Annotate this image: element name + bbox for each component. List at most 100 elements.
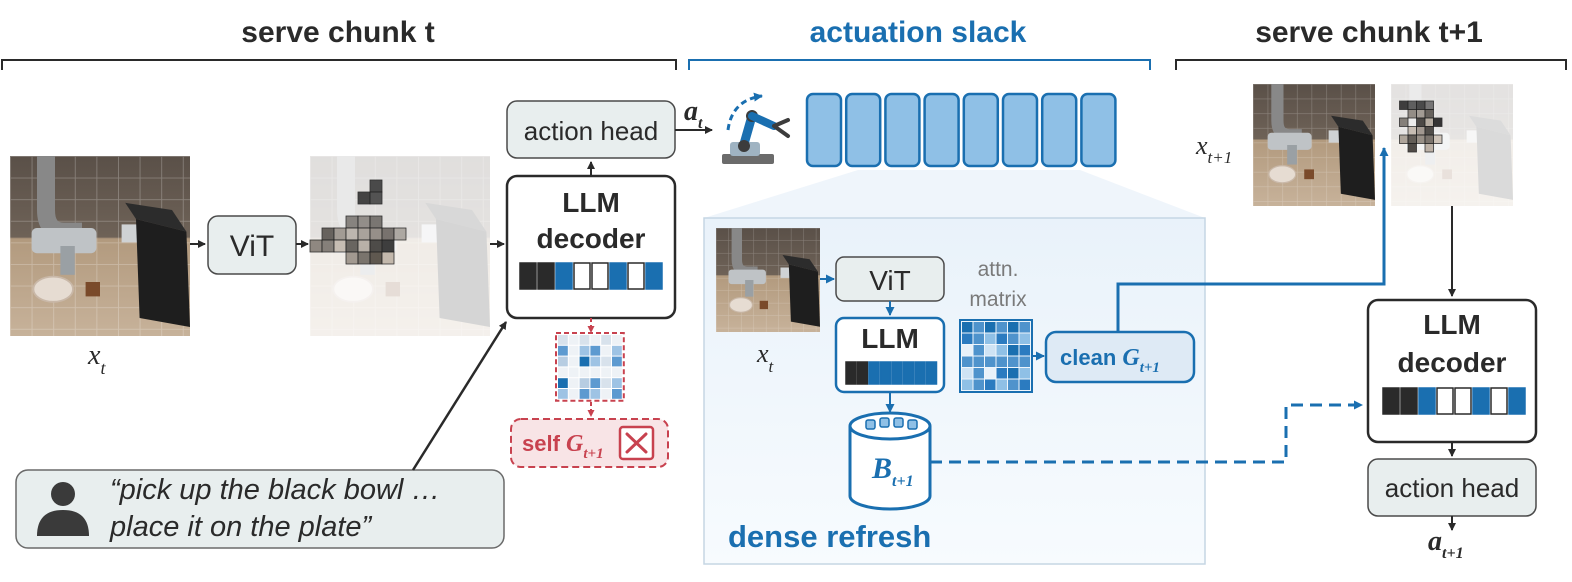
attn-cell <box>590 356 601 367</box>
attn-cell <box>612 367 622 378</box>
token <box>645 262 663 290</box>
patch <box>345 227 359 241</box>
attn-cell <box>973 368 984 379</box>
llm-decoder-title-1: LLM <box>562 187 620 218</box>
attn-cell <box>1008 345 1019 356</box>
bracket-actuation-slack <box>688 59 1151 70</box>
attn-cell <box>612 378 622 388</box>
attn-cell <box>985 368 996 379</box>
token <box>519 262 537 290</box>
patch <box>345 251 359 265</box>
zoom-wedge <box>704 170 1205 218</box>
patch <box>321 227 335 241</box>
patch <box>1416 109 1426 119</box>
attn-frame <box>555 332 625 402</box>
attn-cell <box>590 345 601 356</box>
attn-cell <box>985 379 996 390</box>
patch <box>1424 109 1434 119</box>
patch <box>321 239 335 253</box>
action-head-t1-label: action head <box>1385 473 1519 503</box>
arrow-prompt-to-llm <box>411 321 508 471</box>
llm-decoder-title-2: decoder <box>537 223 646 254</box>
self-attention-matrix <box>555 332 625 402</box>
attn-cell <box>973 356 984 367</box>
action-chunk <box>923 92 960 168</box>
attn-cell <box>962 368 973 379</box>
attn-cell <box>558 378 568 388</box>
patch <box>381 239 395 253</box>
attn-cell <box>996 322 1007 333</box>
attn-cell <box>962 345 973 356</box>
attn-cell <box>985 333 996 344</box>
attn-cell <box>601 335 611 345</box>
panel-llm-label: LLM <box>861 323 919 354</box>
label-at: at <box>684 96 703 132</box>
attn-cell <box>1008 368 1019 379</box>
patch <box>369 191 383 205</box>
label-xt1: xt+1 <box>1195 131 1232 167</box>
action-chunk <box>884 92 921 168</box>
attn-cell <box>612 335 622 345</box>
attn-cell <box>558 389 568 399</box>
patch <box>1416 126 1426 136</box>
attn-cell <box>985 345 996 356</box>
token <box>868 361 880 385</box>
llm-decoder-t1-title-2: decoder <box>1398 347 1507 378</box>
attn-cell <box>1019 379 1030 390</box>
attn-cell <box>1019 322 1030 333</box>
token <box>1508 387 1526 415</box>
attn-cell <box>601 356 611 367</box>
attn-cell <box>1019 345 1030 356</box>
attn-cell <box>612 356 622 367</box>
token <box>573 262 591 290</box>
llm-decoder-t1-title-1: LLM <box>1423 309 1481 340</box>
patch <box>1399 100 1409 110</box>
action-chunk <box>1080 92 1117 168</box>
attn-cell <box>601 389 611 399</box>
attn-cell <box>568 389 579 399</box>
attn-cell <box>601 378 611 388</box>
patch <box>369 215 383 229</box>
robot-arm-icon <box>722 92 790 164</box>
attn-cell <box>579 389 590 399</box>
attn-cell <box>568 356 579 367</box>
panel-vit-label: ViT <box>869 265 911 296</box>
attn-cell <box>996 345 1007 356</box>
attn-cell <box>558 335 568 345</box>
attn-cell <box>590 389 601 399</box>
attn-cell <box>558 356 568 367</box>
attn-cell <box>962 379 973 390</box>
token <box>609 262 627 290</box>
token <box>1418 387 1436 415</box>
patch <box>1424 143 1434 153</box>
attn-cell <box>579 335 590 345</box>
patch <box>309 239 323 253</box>
attn-cell <box>1019 356 1030 367</box>
patch <box>369 227 383 241</box>
attn-cell <box>568 345 579 356</box>
patch <box>369 251 383 265</box>
attn-cell <box>973 333 984 344</box>
attn-cell <box>973 322 984 333</box>
bracket-serve-t <box>1 59 677 70</box>
patch <box>1424 117 1434 127</box>
prompt-line-1: “pick up the black bowl … <box>110 474 440 506</box>
action-head-label: action head <box>524 116 658 146</box>
token <box>1472 387 1490 415</box>
selected-patches-t1 <box>1399 100 1443 153</box>
token-strip-left <box>519 262 663 290</box>
attn-cell <box>962 322 973 333</box>
clean-g-box <box>1044 330 1196 384</box>
patch <box>369 239 383 253</box>
attn-cell <box>568 378 579 388</box>
attn-cell <box>1008 356 1019 367</box>
attn-cell <box>579 345 590 356</box>
close-box-icon <box>618 425 655 461</box>
self-g-label: self Gt+1 <box>522 431 604 462</box>
attn-cell <box>601 367 611 378</box>
token <box>845 361 857 385</box>
token-strip-dense <box>845 361 938 385</box>
input-image-xt <box>10 156 190 336</box>
attn-cell <box>996 379 1007 390</box>
token <box>902 361 915 385</box>
